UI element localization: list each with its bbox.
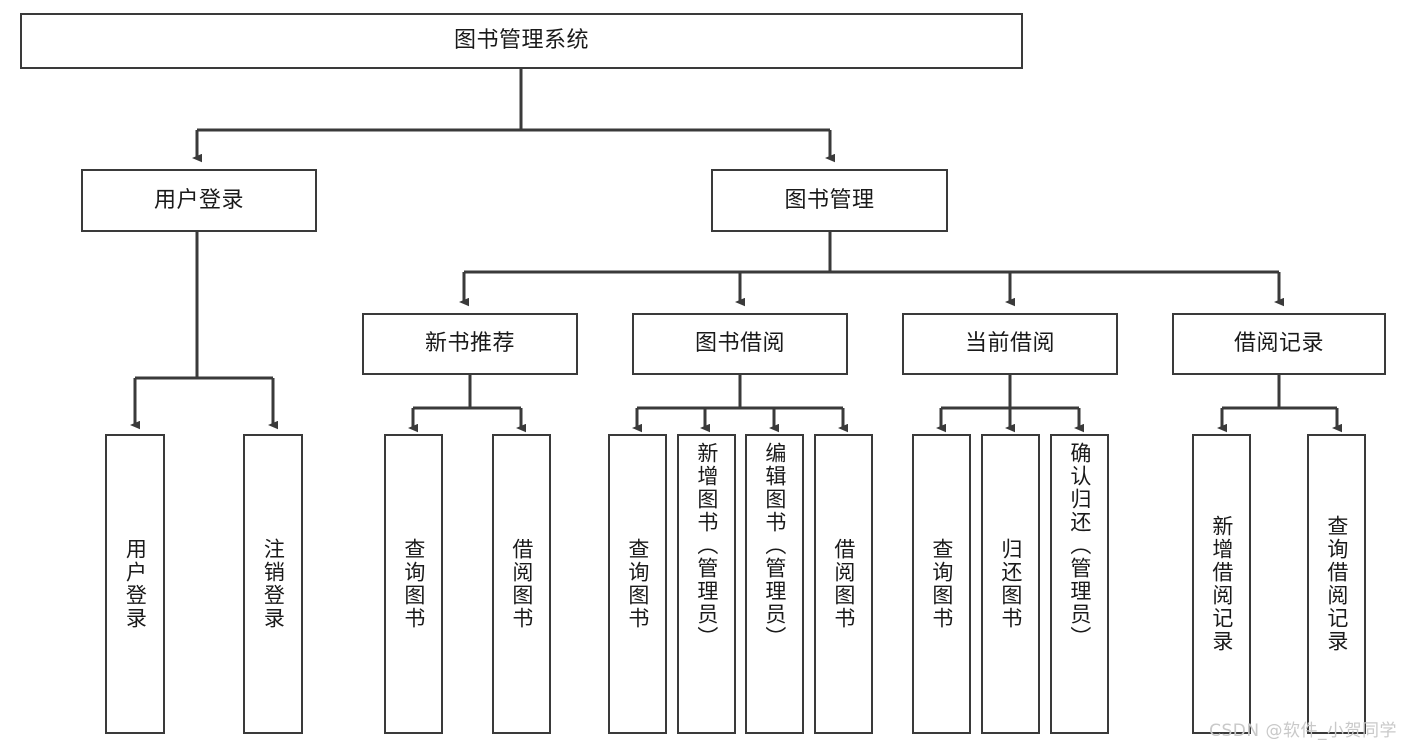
leaf-add-record[interactable]: 新增借阅记录 [1192, 434, 1251, 734]
leaf-add-record-label: 新增借阅记录 [1209, 515, 1234, 653]
csdn-watermark: CSDN @软件_小贺同学 [1209, 721, 1397, 741]
leaf-add-book-label: 新增图书（管理员） [694, 442, 719, 649]
node-user-login-label: 用户登录 [153, 187, 244, 213]
leaf-query-book-1[interactable]: 查询图书 [384, 434, 443, 734]
leaf-borrow-book-1-label: 借阅图书 [509, 538, 534, 630]
leaf-return-book[interactable]: 归还图书 [981, 434, 1040, 734]
node-book-manage[interactable]: 图书管理 [711, 169, 948, 232]
node-borrow-record-label: 借阅记录 [1233, 331, 1324, 357]
node-book-manage-label: 图书管理 [784, 187, 875, 213]
node-book-borrow-label: 图书借阅 [694, 331, 785, 357]
leaf-query-record-label: 查询借阅记录 [1324, 515, 1349, 653]
leaf-edit-book[interactable]: 编辑图书（管理员） [745, 434, 804, 734]
node-current-borrow-label: 当前借阅 [964, 331, 1055, 357]
leaf-borrow-book-2-label: 借阅图书 [831, 538, 856, 630]
node-root[interactable]: 图书管理系统 [20, 13, 1023, 69]
node-root-label: 图书管理系统 [453, 28, 589, 54]
leaf-query-book-2[interactable]: 查询图书 [608, 434, 667, 734]
leaf-query-book-1-label: 查询图书 [401, 538, 426, 630]
node-borrow-record[interactable]: 借阅记录 [1172, 313, 1386, 375]
leaf-borrow-book-1[interactable]: 借阅图书 [492, 434, 551, 734]
leaf-edit-book-label: 编辑图书（管理员） [762, 442, 787, 649]
leaf-borrow-book-2[interactable]: 借阅图书 [814, 434, 873, 734]
node-user-login[interactable]: 用户登录 [81, 169, 317, 232]
node-new-book-recommend-label: 新书推荐 [424, 331, 515, 357]
leaf-query-book-3-label: 查询图书 [929, 538, 954, 630]
node-book-borrow[interactable]: 图书借阅 [632, 313, 848, 375]
leaf-query-book-3[interactable]: 查询图书 [912, 434, 971, 734]
leaf-user-login-label: 用户登录 [123, 538, 148, 630]
leaf-logout-login-label: 注销登录 [261, 538, 286, 630]
leaf-user-login[interactable]: 用户登录 [105, 434, 165, 734]
node-current-borrow[interactable]: 当前借阅 [902, 313, 1118, 375]
leaf-confirm-return-label: 确认归还（管理员） [1067, 442, 1092, 649]
leaf-return-book-label: 归还图书 [998, 538, 1023, 630]
leaf-query-book-2-label: 查询图书 [625, 538, 650, 630]
node-new-book-recommend[interactable]: 新书推荐 [362, 313, 578, 375]
leaf-confirm-return[interactable]: 确认归还（管理员） [1050, 434, 1109, 734]
leaf-query-record[interactable]: 查询借阅记录 [1307, 434, 1366, 734]
leaf-logout-login[interactable]: 注销登录 [243, 434, 303, 734]
leaf-add-book[interactable]: 新增图书（管理员） [677, 434, 736, 734]
